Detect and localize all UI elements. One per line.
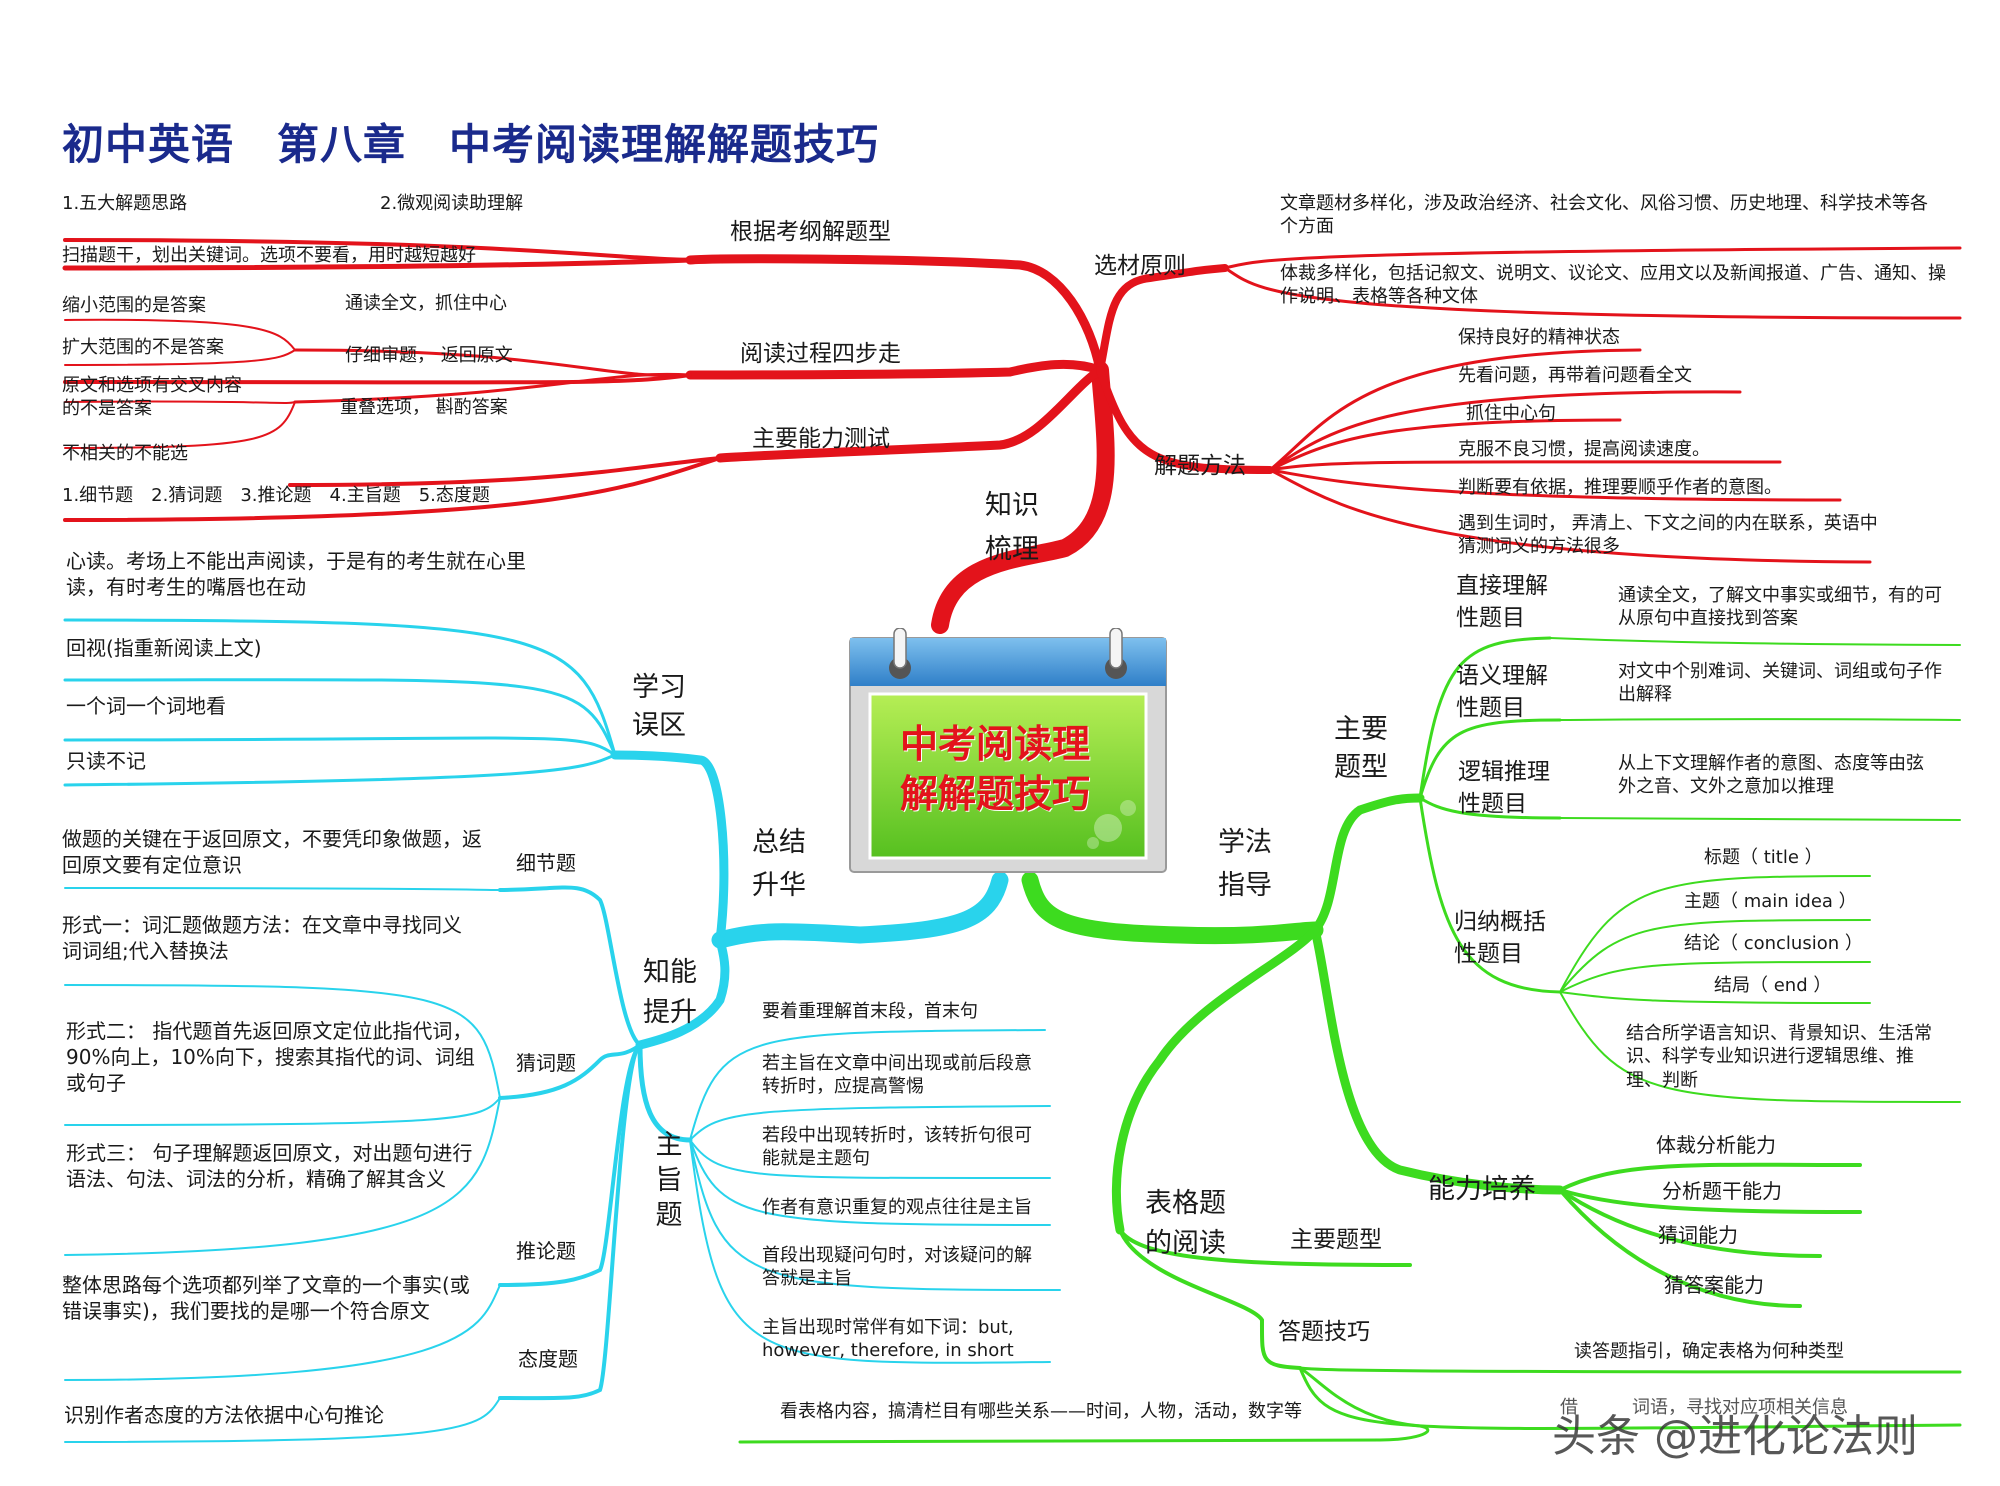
biaoge-label-2: 的阅读	[1145, 1228, 1226, 1259]
kaogang-label: 根据考纲解题型	[730, 219, 891, 245]
zhijie-text: 通读全文，了解文中事实或细节，有的可从原句中直接找到答案	[1618, 585, 1942, 630]
zhuzhi-label: 主旨题	[655, 1130, 683, 1232]
xuefa-label-1: 学法	[1218, 827, 1272, 858]
biaoge-label-1: 表格题	[1145, 1188, 1226, 1219]
yuyi-label-2: 性题目	[1456, 695, 1525, 721]
fangfa-item-6: 遇到生词时， 弄清上、下文之间的内在联系，英语中猜测词义的方法很多	[1458, 513, 1878, 558]
sibu-sub-1: 缩小范围的是答案	[62, 295, 206, 316]
peiyang-item-3: 猜词能力	[1658, 1223, 1738, 1247]
sibu-sub-4: 不相关的不能选	[62, 443, 188, 464]
wuqu-item-2: 回视(指重新阅读上文)	[66, 636, 262, 660]
peiyang-item-2: 分析题干能力	[1662, 1179, 1782, 1203]
taidu-text: 识别作者态度的方法依据中心句推论	[64, 1403, 384, 1427]
yuyi-label-1: 语义理解	[1456, 663, 1548, 689]
guina-item-4: 结局（ end ）	[1714, 975, 1832, 996]
caici-label: 猜词题	[516, 1051, 576, 1075]
tisheng-label-1: 知能	[643, 957, 697, 988]
jiqiao-item-3: 借 词语，寻找对应项相关信息	[1560, 1397, 1848, 1418]
sibu-step-1: 通读全文，抓住中心	[345, 293, 507, 314]
caici-item-1: 形式一：词汇题做题方法：在文章中寻找同义词词组;代入替换法	[62, 913, 462, 963]
fangfa-item-5: 判断要有依据，推理要顺乎作者的意图。	[1458, 477, 1782, 498]
peiyang-item-4: 猜答案能力	[1664, 1273, 1764, 1297]
jiqiao-label: 答题技巧	[1278, 1319, 1370, 1345]
jiqiao-item-2: 看表格内容，搞清栏目有哪些关系——时间，人物，活动，数字等	[780, 1401, 1302, 1422]
sibu-label: 阅读过程四步走	[740, 341, 901, 367]
sibu-sub-3: 原文和选项有交叉内容的不是答案	[62, 375, 242, 420]
wuqu-item-1: 心读。考场上不能出声阅读，于是有的考生就在心里读，有时考生的嘴唇也在动	[66, 549, 526, 599]
zhijie-label-2: 性题目	[1456, 605, 1525, 631]
zhijie-label-1: 直接理解	[1456, 573, 1548, 599]
guina-item-1: 标题（ title ）	[1704, 847, 1823, 868]
wuqu-item-4: 只读不记	[66, 749, 146, 773]
nengli-label: 主要能力测试	[752, 426, 890, 452]
guina-item-3: 结论（ conclusion ）	[1684, 933, 1863, 954]
center-title-line1: 中考阅读理	[900, 722, 1091, 766]
zhuzhi-item-5: 首段出现疑问句时，对该疑问的解答就是主旨	[762, 1245, 1032, 1290]
center-title-line2: 解解题技巧	[900, 772, 1091, 816]
sibu-step-2: 仔细审题， 返回原文	[345, 345, 513, 366]
zhuzhi-item-4: 作者有意识重复的观点往往是主旨	[762, 1197, 1032, 1218]
page-title: 初中英语 第八章 中考阅读理解解题技巧	[62, 120, 880, 169]
xuancai-label: 选材原则	[1094, 253, 1186, 279]
xijie-label: 细节题	[516, 851, 576, 875]
peiyang-item-1: 体裁分析能力	[1656, 1133, 1776, 1157]
fangfa-item-4: 克服不良习惯，提高阅读速度。	[1458, 439, 1710, 460]
caici-item-3: 形式三： 句子理解题返回原文，对出题句进行语法、句法、词法的分析，精确了解其含义	[66, 1141, 473, 1191]
biaoge-tixing-label: 主要题型	[1290, 1227, 1382, 1253]
guina-item-2: 主题（ main idea ）	[1684, 891, 1857, 912]
taidu-label: 态度题	[518, 1347, 578, 1371]
luoji-label-2: 性题目	[1458, 791, 1527, 817]
zhuzhi-item-3: 若段中出现转折时，该转折句很可能就是主题句	[762, 1125, 1032, 1170]
zhuzhi-item-6: 主旨出现时常伴有如下词：but, however, therefore, in …	[762, 1317, 1014, 1362]
sibu-sub-2: 扩大范围的不是答案	[62, 337, 224, 358]
zhishi-label-1: 知识	[985, 490, 1039, 521]
zhishi-label-2: 梳理	[985, 534, 1039, 565]
guina-text: 结合所学语言知识、背景知识、生活常识、科学专业知识进行逻辑思维、推理、判断	[1626, 1023, 1932, 1091]
luoji-text: 从上下文理解作者的意图、态度等由弦外之音、文外之意加以推理	[1618, 753, 1924, 798]
yuyi-text: 对文中个别难词、关键词、词组或句子作出解释	[1618, 661, 1942, 706]
zhuzhi-item-1: 要着重理解首末段，首末句	[762, 1001, 978, 1022]
guina-label-1: 归纳概括	[1454, 909, 1546, 935]
jiqiao-item-1: 读答题指引，确定表格为何种类型	[1574, 1341, 1844, 1362]
wuqu-label-2: 误区	[632, 710, 686, 741]
kaogang-item-2: 2.微观阅读助理解	[380, 193, 524, 214]
caici-item-2: 形式二： 指代题首先返回原文定位此指代词，90%向上，10%向下，搜索其指代的词…	[66, 1019, 475, 1095]
zongjie-label-1: 总结	[752, 827, 806, 858]
xuancai-item-2: 体裁多样化，包括记叙文、说明文、议论文、应用文以及新闻报道、广告、通知、操作说明…	[1280, 263, 1946, 308]
wuqu-item-3: 一个词一个词地看	[66, 694, 226, 718]
fangfa-item-2: 先看问题，再带着问题看全文	[1458, 365, 1692, 386]
tuilun-label: 推论题	[516, 1239, 576, 1263]
nengli-items: 1.细节题 2.猜词题 3.推论题 4.主旨题 5.态度题	[62, 485, 490, 506]
zhuzhi-item-2: 若主旨在文章中间出现或前后段意转折时，应提高警惕	[762, 1053, 1032, 1098]
wuqu-label-1: 学习	[632, 672, 686, 703]
watermark: 头条 @进化论法则	[1552, 1411, 1918, 1462]
tuilun-text: 整体思路每个选项都列举了文章的一个事实(或错误事实)，我们要找的是哪一个符合原文	[62, 1273, 470, 1323]
xijie-text: 做题的关键在于返回原文，不要凭印象做题，返回原文要有定位意识	[62, 827, 482, 877]
peiyang-label: 能力培养	[1428, 1174, 1536, 1205]
sibu-step-3: 重叠选项， 斟酌答案	[340, 397, 508, 418]
tixing-label-2: 题型	[1334, 752, 1388, 783]
xuancai-item-1: 文章题材多样化，涉及政治经济、社会文化、风俗习惯、历史地理、科学技术等各个方面	[1280, 193, 1928, 238]
fangfa-item-3: 抓住中心句	[1466, 403, 1556, 424]
calendar-icon	[849, 627, 1167, 873]
zongjie-label-2: 升华	[752, 870, 806, 901]
tisheng-label-2: 提升	[643, 997, 697, 1028]
guina-label-2: 性题目	[1454, 941, 1523, 967]
fangfa-label: 解题方法	[1154, 453, 1246, 479]
tixing-label-1: 主要	[1334, 714, 1388, 745]
luoji-label-1: 逻辑推理	[1458, 759, 1550, 785]
kaogang-item-3: 扫描题干，划出关键词。选项不要看，用时越短越好	[62, 245, 476, 266]
center-calendar: 中考阅读理 解解题技巧	[848, 627, 1168, 874]
fangfa-item-1: 保持良好的精神状态	[1458, 327, 1620, 348]
kaogang-item-1: 1.五大解题思路	[62, 193, 188, 214]
xuefa-label-2: 指导	[1218, 870, 1272, 901]
